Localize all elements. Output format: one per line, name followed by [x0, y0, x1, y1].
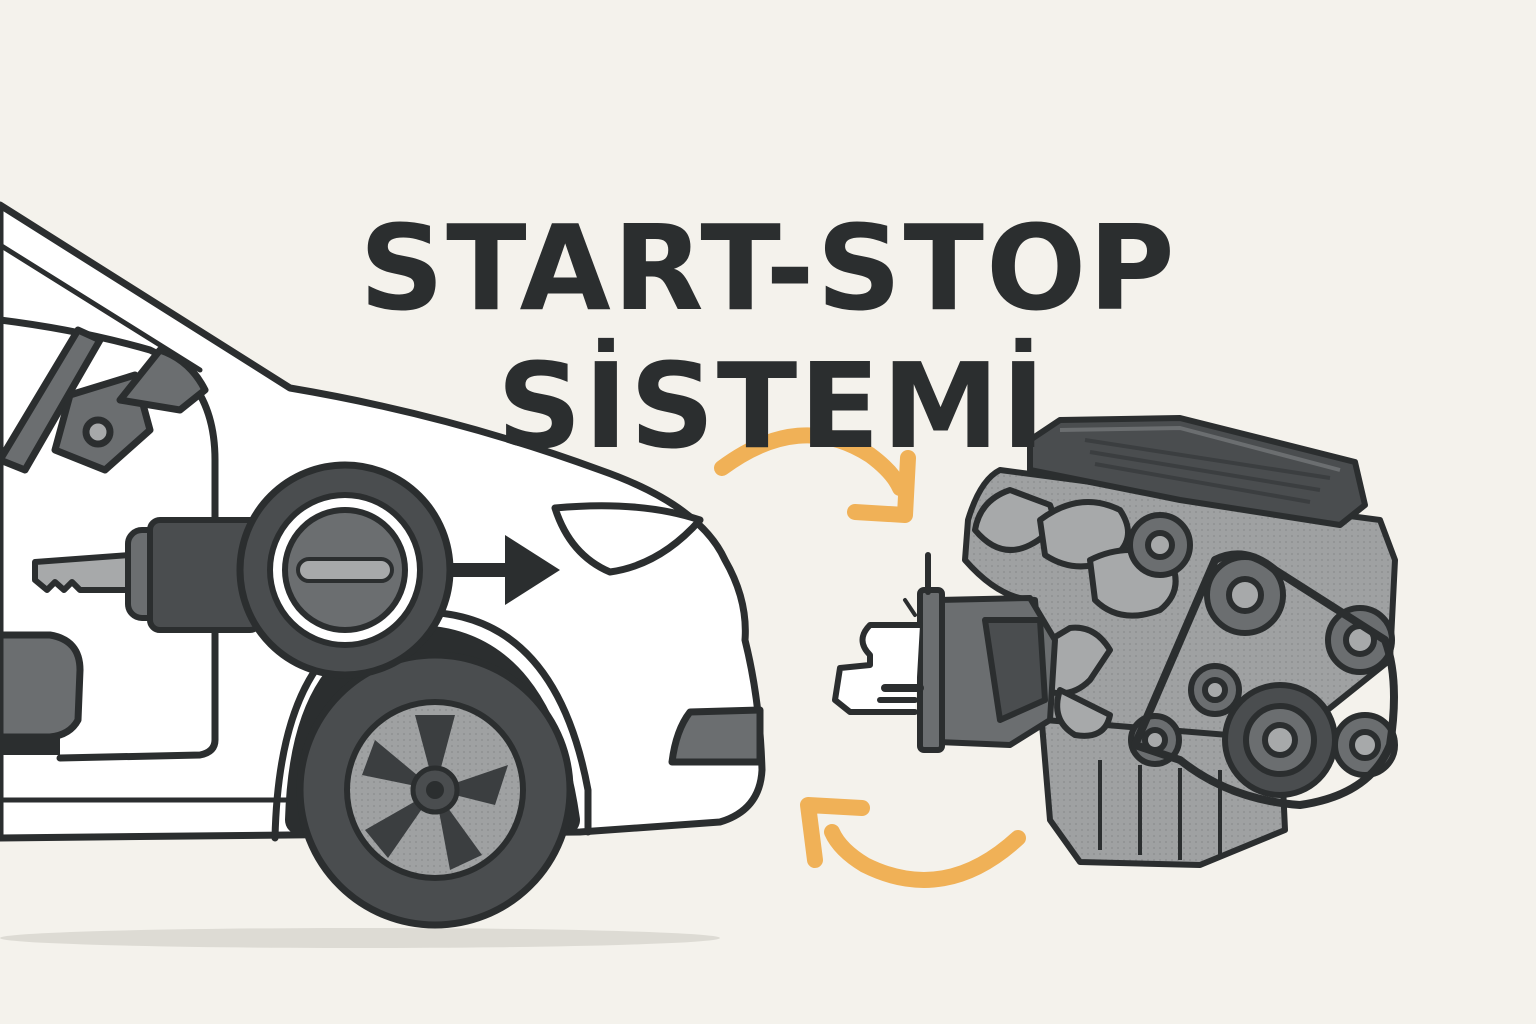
ground-shadow [0, 928, 720, 948]
arrow-right-icon [448, 535, 560, 605]
cycle-arrows-icon [714, 427, 1026, 888]
page-title: START-STOP SİSTEMİ [0, 199, 1536, 475]
car-headlight [551, 502, 704, 576]
ignition-key-icon [32, 517, 263, 633]
car-fog-light [668, 706, 764, 766]
steering-wheel-icon [0, 326, 209, 474]
title-line-1: START-STOP [359, 199, 1177, 338]
engine-belt [1131, 550, 1398, 809]
car-seat [0, 631, 84, 741]
title-line-2: SİSTEMİ [496, 337, 1048, 476]
engine-icon [962, 415, 1398, 868]
ignition-switch-icon [236, 461, 454, 679]
wheel-icon [296, 651, 574, 929]
starter-motor-icon [832, 552, 1058, 753]
